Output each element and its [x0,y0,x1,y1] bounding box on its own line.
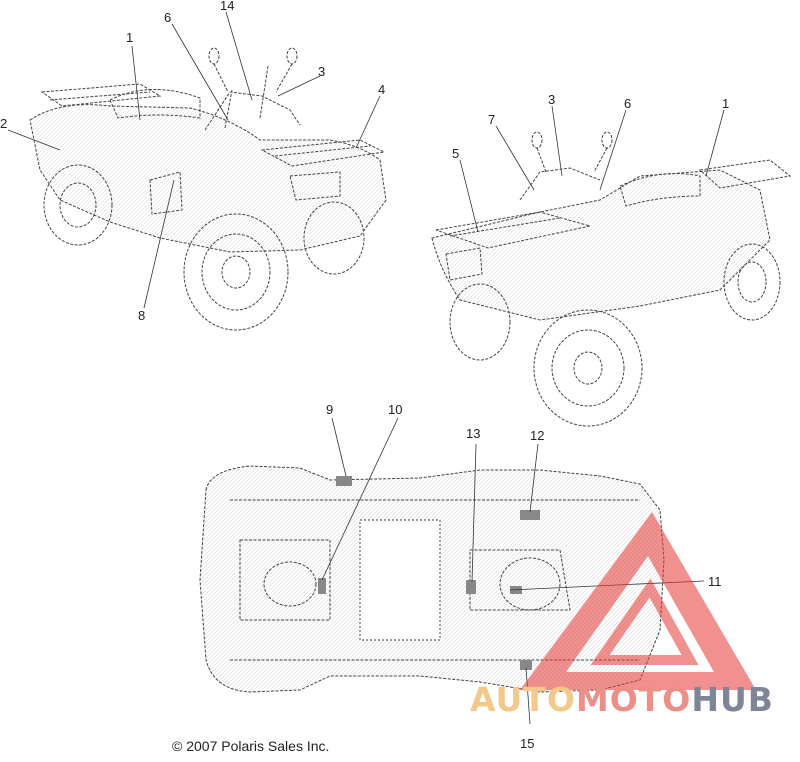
atv-front-view [29,47,387,331]
callout-5: 5 [452,146,459,161]
copyright-notice: © 2007 Polaris Sales Inc. [172,738,330,754]
callout-13: 13 [466,426,480,441]
callout-10: 10 [388,402,402,417]
watermark-part-auto: AUTO [470,680,576,719]
watermark-logo [520,512,756,690]
callout-3-right: 3 [548,92,555,107]
callout-8: 8 [138,308,145,323]
callout-labels: 1 2 3 4 6 8 14 1 3 5 6 7 9 10 11 12 13 1… [0,0,729,751]
atv-underside-view [199,465,665,693]
callout-6-right: 6 [624,96,631,111]
callout-15: 15 [520,736,534,751]
callout-12: 12 [530,428,544,443]
watermark-part-moto: MOTO [575,680,692,719]
callout-2: 2 [0,116,7,131]
callout-7: 7 [488,112,495,127]
callout-1-left: 1 [126,30,133,45]
callout-6-left: 6 [164,10,171,25]
callout-11: 11 [708,574,722,589]
callout-4: 4 [378,82,385,97]
watermark-brand-text: AUTOMOTOHUB [470,680,774,719]
callout-1-right: 1 [722,96,729,111]
watermark-part-hub: HUB [691,680,774,719]
atv-rear-view [431,131,792,427]
callout-14: 14 [220,0,234,13]
callout-3-left: 3 [318,64,325,79]
callout-9: 9 [326,402,333,417]
